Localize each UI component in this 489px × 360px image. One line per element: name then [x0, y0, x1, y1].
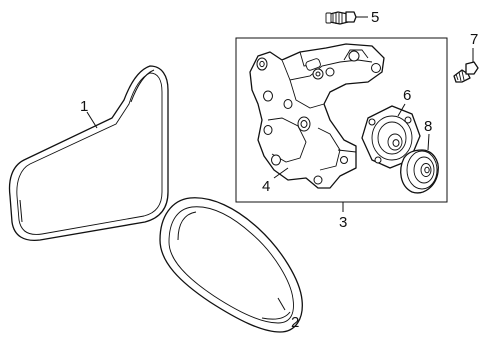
tensioner-bracket [249, 43, 385, 189]
callout-4: 4 [262, 178, 270, 195]
drive-belt-2 [159, 197, 303, 333]
assembly-box [235, 37, 448, 203]
bolt-7 [453, 48, 479, 83]
leader-1 [86, 111, 98, 129]
idler-pulley [361, 105, 421, 169]
leader-6 [397, 103, 406, 117]
callout-1: 1 [80, 98, 88, 115]
callout-8: 8 [424, 118, 432, 135]
callout-3: 3 [339, 214, 347, 231]
tensioner-pulley [400, 149, 439, 194]
leader-2 [277, 297, 286, 311]
drive-belt-1 [8, 65, 169, 242]
callout-2: 2 [291, 314, 299, 331]
callout-5: 5 [371, 9, 379, 26]
leader-4 [273, 167, 289, 179]
callout-6: 6 [403, 87, 411, 104]
callout-7: 7 [470, 31, 478, 48]
bolt-5 [325, 11, 368, 25]
leader-8 [427, 133, 430, 151]
